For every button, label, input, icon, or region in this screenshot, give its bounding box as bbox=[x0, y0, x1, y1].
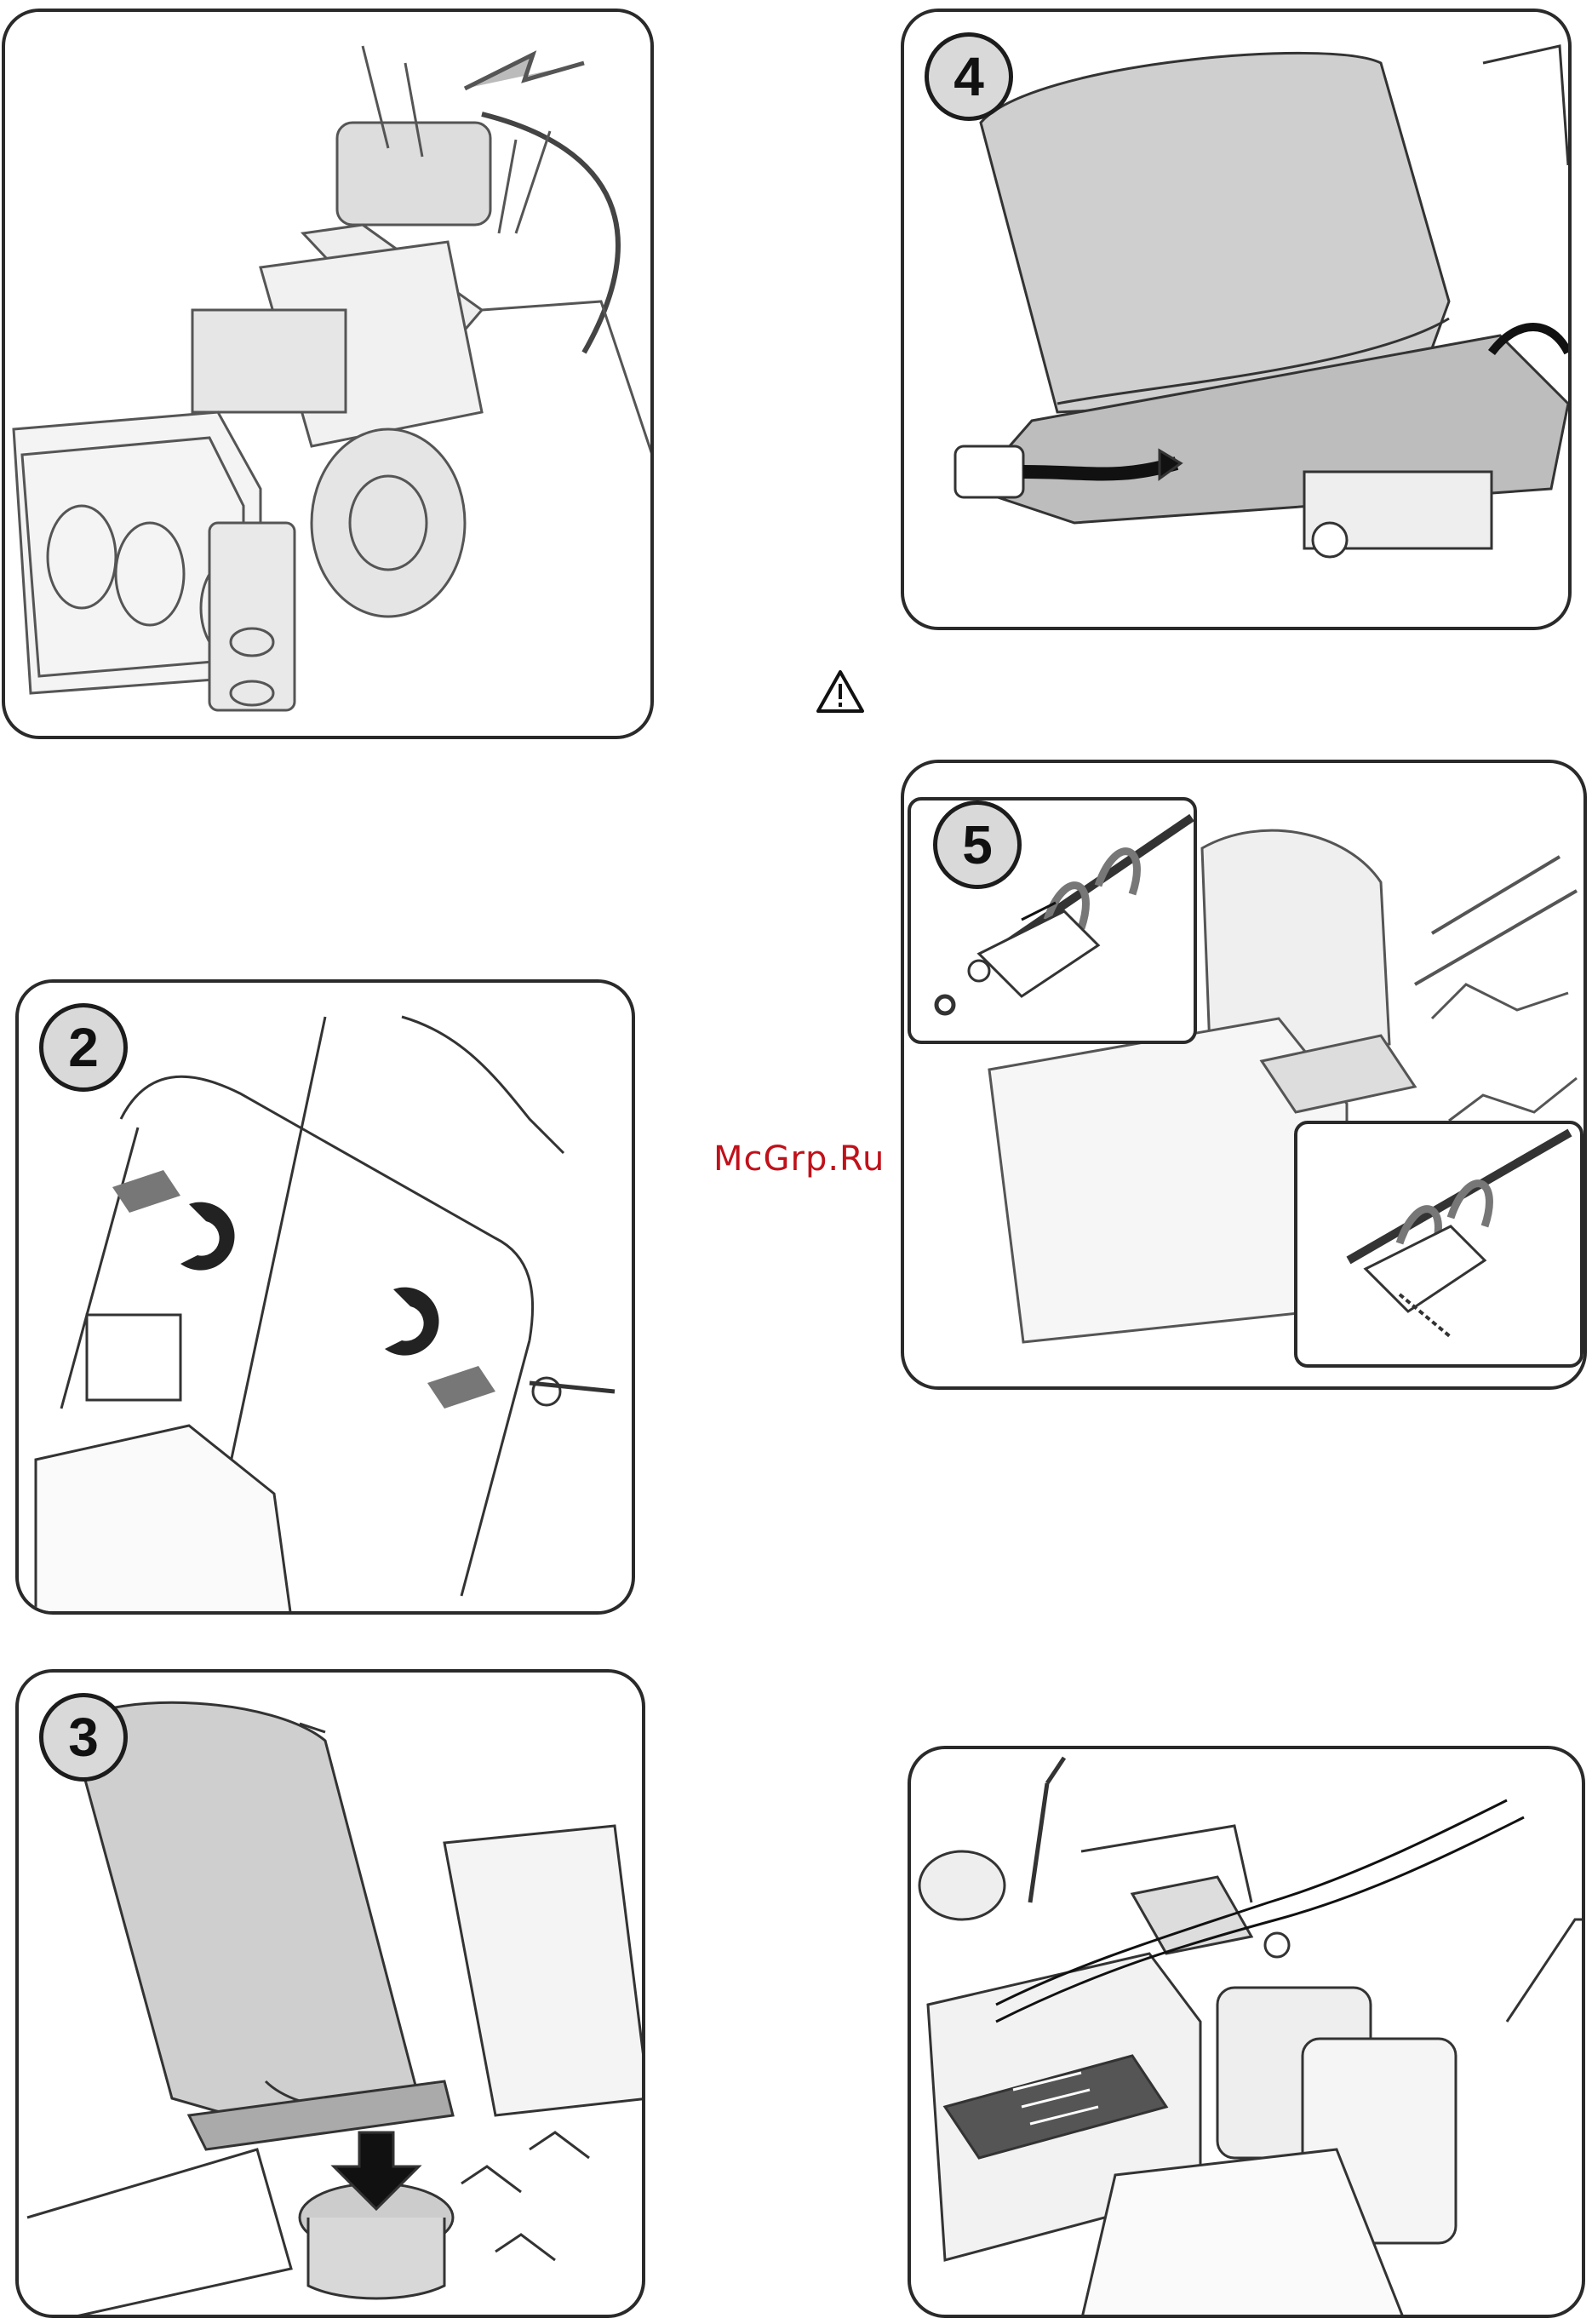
step-badge-2: 2 bbox=[39, 1003, 128, 1092]
panel-2-handle-knobs: 2 bbox=[15, 979, 635, 1615]
chute-clips-illustration bbox=[904, 12, 1572, 630]
warning-triangle-icon bbox=[816, 669, 865, 714]
panel-4-chute-clips: 4 bbox=[901, 9, 1572, 630]
step-badge-3: 3 bbox=[39, 1693, 128, 1782]
panel-6-cable-routing bbox=[908, 1746, 1585, 2318]
watermark-text: McGrp.Ru bbox=[713, 1139, 885, 1179]
snowblower-illustration bbox=[5, 12, 654, 739]
cable-routing-illustration bbox=[911, 1749, 1585, 2318]
panel-3-chute-install: 3 bbox=[15, 1669, 645, 2318]
auger-shaft-pin-installed-icon bbox=[1297, 1124, 1583, 1368]
step-badge-5: 5 bbox=[933, 800, 1022, 889]
panel-5-auger-pins: 5 bbox=[901, 760, 1587, 1390]
panel-1-snowblower-overview bbox=[2, 9, 654, 739]
step-badge-4: 4 bbox=[925, 32, 1013, 121]
inset-auger-pin-install bbox=[1294, 1121, 1583, 1368]
